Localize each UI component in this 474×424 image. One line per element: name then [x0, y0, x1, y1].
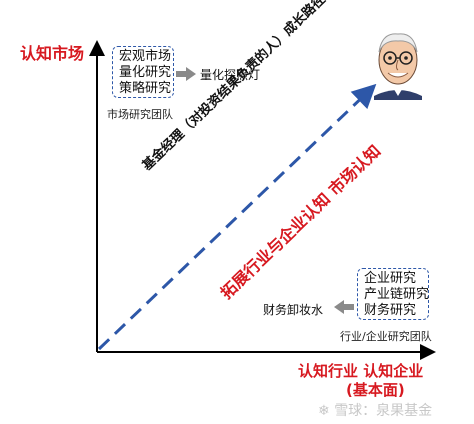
market-research-box: 宏观市场 量化研究 策略研究 — [112, 46, 174, 98]
market-item: 宏观市场 — [119, 49, 172, 64]
industry-research-box: 企业研究 产业链研究 财务研究 — [357, 268, 429, 320]
watermark-text: 雪球：泉果基金 — [334, 403, 433, 419]
industry-item: 产业链研究 — [364, 287, 430, 302]
watermark: ❄ 雪球：泉果基金 — [318, 400, 432, 420]
x-axis-label: 认知行业 认知企业 — [298, 362, 424, 380]
industry-arrow — [334, 300, 354, 314]
growth-path-arrow — [97, 83, 377, 351]
industry-item: 企业研究 — [364, 271, 417, 286]
market-arrow — [176, 67, 196, 81]
y-axis-label: 认知市场 — [20, 44, 85, 63]
quant-searchlight-label: 量化探照灯 — [200, 68, 261, 82]
investor-avatar — [374, 33, 422, 100]
industry-team-caption: 行业/企业研究团队 — [340, 330, 432, 343]
market-team-caption: 市场研究团队 — [107, 108, 173, 121]
market-item: 量化研究 — [119, 65, 172, 80]
financial-makeup-remover-label: 财务卸妆水 — [263, 303, 324, 317]
market-item: 策略研究 — [119, 81, 172, 96]
industry-item: 财务研究 — [364, 303, 417, 318]
snowball-logo-icon: ❄ — [318, 403, 330, 419]
x-axis-sublabel: (基本面) — [346, 381, 405, 399]
